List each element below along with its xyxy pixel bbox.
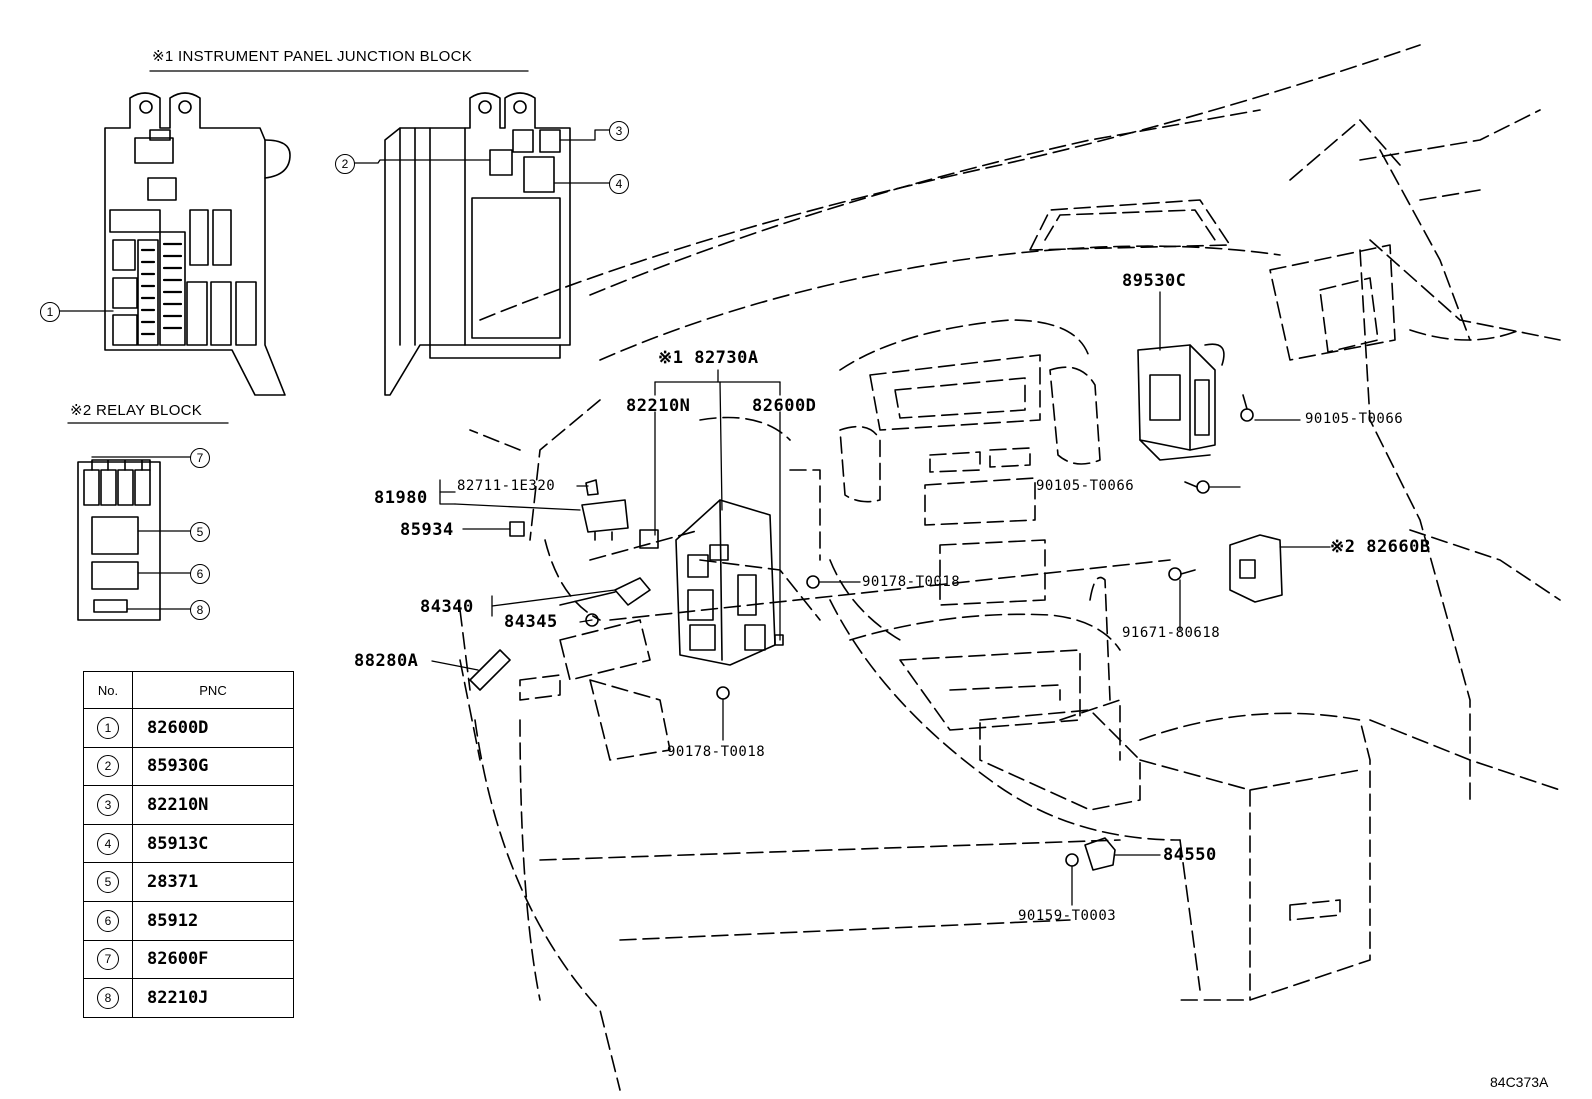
row-pnc[interactable]: 85913C — [132, 823, 294, 864]
callout-1: 1 — [40, 302, 60, 322]
part-label-91671-80618[interactable]: 91671-80618 — [1122, 625, 1221, 641]
part-label-82600D[interactable]: 82600D — [752, 396, 817, 416]
dashboard-outline — [459, 44, 1561, 1091]
part-label-90105-T0066-a[interactable]: 90105-T0066 — [1305, 411, 1404, 427]
part-label-90159-T0003[interactable]: 90159-T0003 — [1018, 908, 1117, 924]
row-pnc[interactable]: 82600F — [132, 939, 294, 980]
table-header-row: No. PNC — [83, 671, 294, 709]
part-label-84345[interactable]: 84345 — [504, 612, 558, 632]
part-label-82711-1E320[interactable]: 82711-1E320 — [457, 478, 556, 494]
part-label-90105-T0066-b[interactable]: 90105-T0066 — [1036, 478, 1135, 494]
table-row[interactable]: 7 82600F — [83, 939, 294, 980]
table-row[interactable]: 2 85930G — [83, 746, 294, 787]
row-number: 8 — [97, 986, 119, 1009]
part-label-90178-T0018-b[interactable]: 90178-T0018 — [667, 744, 766, 760]
part-label-82660B[interactable]: ※2 82660B — [1330, 537, 1431, 557]
part-label-84550[interactable]: 84550 — [1163, 845, 1217, 865]
row-number: 6 — [97, 909, 119, 932]
row-number: 7 — [97, 948, 119, 971]
part-label-88280A[interactable]: 88280A — [354, 651, 419, 671]
part-label-84340[interactable]: 84340 — [420, 597, 474, 617]
table-row[interactable]: 3 82210N — [83, 785, 294, 825]
row-pnc[interactable]: 82600D — [132, 708, 294, 748]
header-pnc: PNC — [132, 671, 294, 709]
row-number: 5 — [97, 871, 119, 894]
components — [469, 343, 1283, 871]
row-pnc[interactable]: 85930G — [132, 746, 294, 787]
relay-block — [77, 459, 161, 621]
row-number: 1 — [97, 716, 119, 739]
header-no: No. — [83, 671, 133, 709]
part-label-82730A[interactable]: ※1 82730A — [658, 348, 759, 368]
row-pnc[interactable]: 28371 — [132, 862, 294, 902]
table-row[interactable]: 6 85912 — [83, 900, 294, 941]
part-label-85934[interactable]: 85934 — [400, 520, 454, 540]
part-label-82210N[interactable]: 82210N — [626, 396, 691, 416]
table-row[interactable]: 4 85913C — [83, 823, 294, 864]
part-label-89530C[interactable]: 89530C — [1122, 271, 1187, 291]
callout-2: 2 — [335, 154, 355, 174]
callout-3: 3 — [609, 121, 629, 141]
illustration-code: 84C373A — [1490, 1074, 1549, 1090]
table-row[interactable]: 1 82600D — [83, 708, 294, 748]
row-pnc[interactable]: 82210N — [132, 785, 294, 825]
row-number: 4 — [97, 832, 119, 855]
row-pnc[interactable]: 85912 — [132, 900, 294, 941]
callout-5: 5 — [190, 522, 210, 542]
junction-block-front — [104, 92, 291, 396]
label-leaders — [431, 291, 1331, 906]
table-row[interactable]: 8 82210J — [83, 978, 294, 1018]
table-row[interactable]: 5 28371 — [83, 862, 294, 902]
callout-6: 6 — [190, 564, 210, 584]
row-pnc[interactable]: 82210J — [132, 978, 294, 1018]
part-label-81980[interactable]: 81980 — [374, 488, 428, 508]
junction-block-title: ※1 INSTRUMENT PANEL JUNCTION BLOCK — [152, 48, 473, 65]
callout-7: 7 — [190, 448, 210, 468]
part-label-90178-T0018-a[interactable]: 90178-T0018 — [862, 574, 961, 590]
row-number: 3 — [97, 793, 119, 816]
junction-block-rear — [384, 92, 571, 396]
pnc-table: No. PNC 1 82600D 2 85930G 3 82210N 4 859… — [83, 671, 294, 1018]
callout-8: 8 — [190, 600, 210, 620]
callout-leaders — [59, 129, 611, 610]
relay-block-title: ※2 RELAY BLOCK — [70, 402, 203, 419]
callout-4: 4 — [609, 174, 629, 194]
row-number: 2 — [97, 755, 119, 778]
